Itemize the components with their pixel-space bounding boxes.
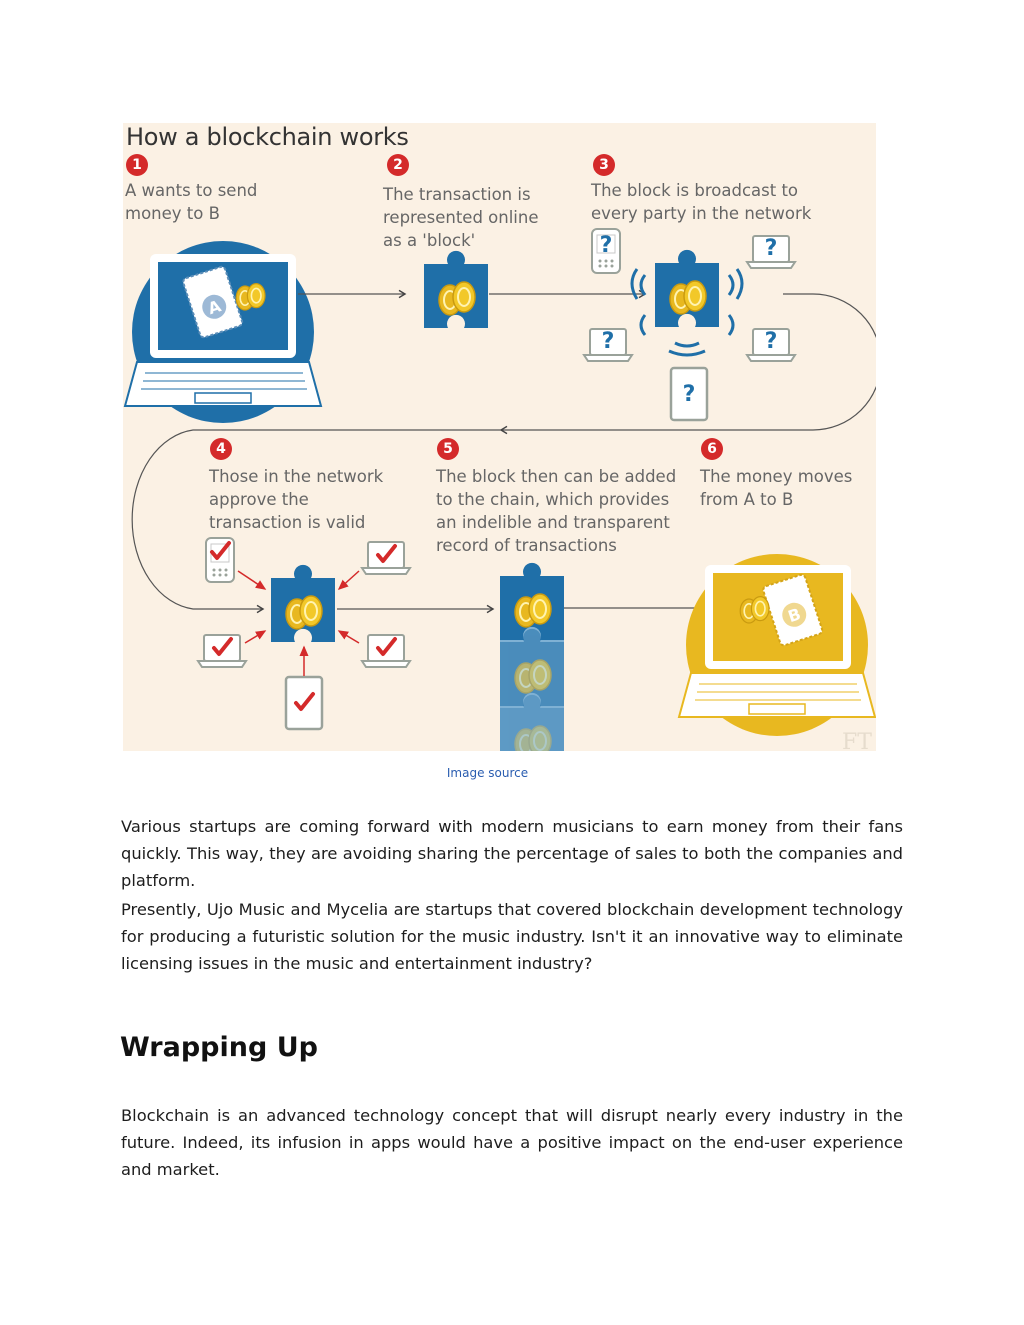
step-5-text: The block then can be added to the chain… <box>436 465 676 557</box>
step-6-text: The money moves from A to B <box>700 465 852 511</box>
blockchain-infographic: ? A <box>123 123 876 751</box>
laptop-a-icon: A <box>125 241 321 423</box>
image-source-link[interactable]: Image source <box>0 766 975 780</box>
infographic-title: How a blockchain works <box>126 123 409 151</box>
step-1-text: A wants to send money to B <box>125 179 257 225</box>
step-2-text: The transaction is represented online as… <box>383 183 539 252</box>
block-puzzle-icon <box>424 251 488 328</box>
approval-block-icon <box>271 565 335 642</box>
broadcast-block-icon <box>632 250 742 355</box>
laptop-b-icon: B <box>679 554 875 736</box>
step-3-text: The block is broadcast to every party in… <box>591 179 811 225</box>
ft-watermark: FT <box>842 730 872 751</box>
paragraph-closing: Blockchain is an advanced technology con… <box>121 1102 903 1183</box>
paragraph-startups: Various startups are coming forward with… <box>121 813 903 894</box>
step-3-badge: 3 <box>593 154 615 176</box>
step-4-text: Those in the network approve the transac… <box>209 465 383 534</box>
step-6-badge: 6 <box>701 438 723 460</box>
paragraph-ujo-mycelia: Presently, Ujo Music and Mycelia are sta… <box>121 896 903 977</box>
step-5-badge: 5 <box>437 438 459 460</box>
block-chain-icon <box>500 563 564 751</box>
step-4-badge: 4 <box>210 438 232 460</box>
step-2-badge: 2 <box>387 154 409 176</box>
step-1-badge: 1 <box>126 154 148 176</box>
section-heading: Wrapping Up <box>120 1032 318 1063</box>
